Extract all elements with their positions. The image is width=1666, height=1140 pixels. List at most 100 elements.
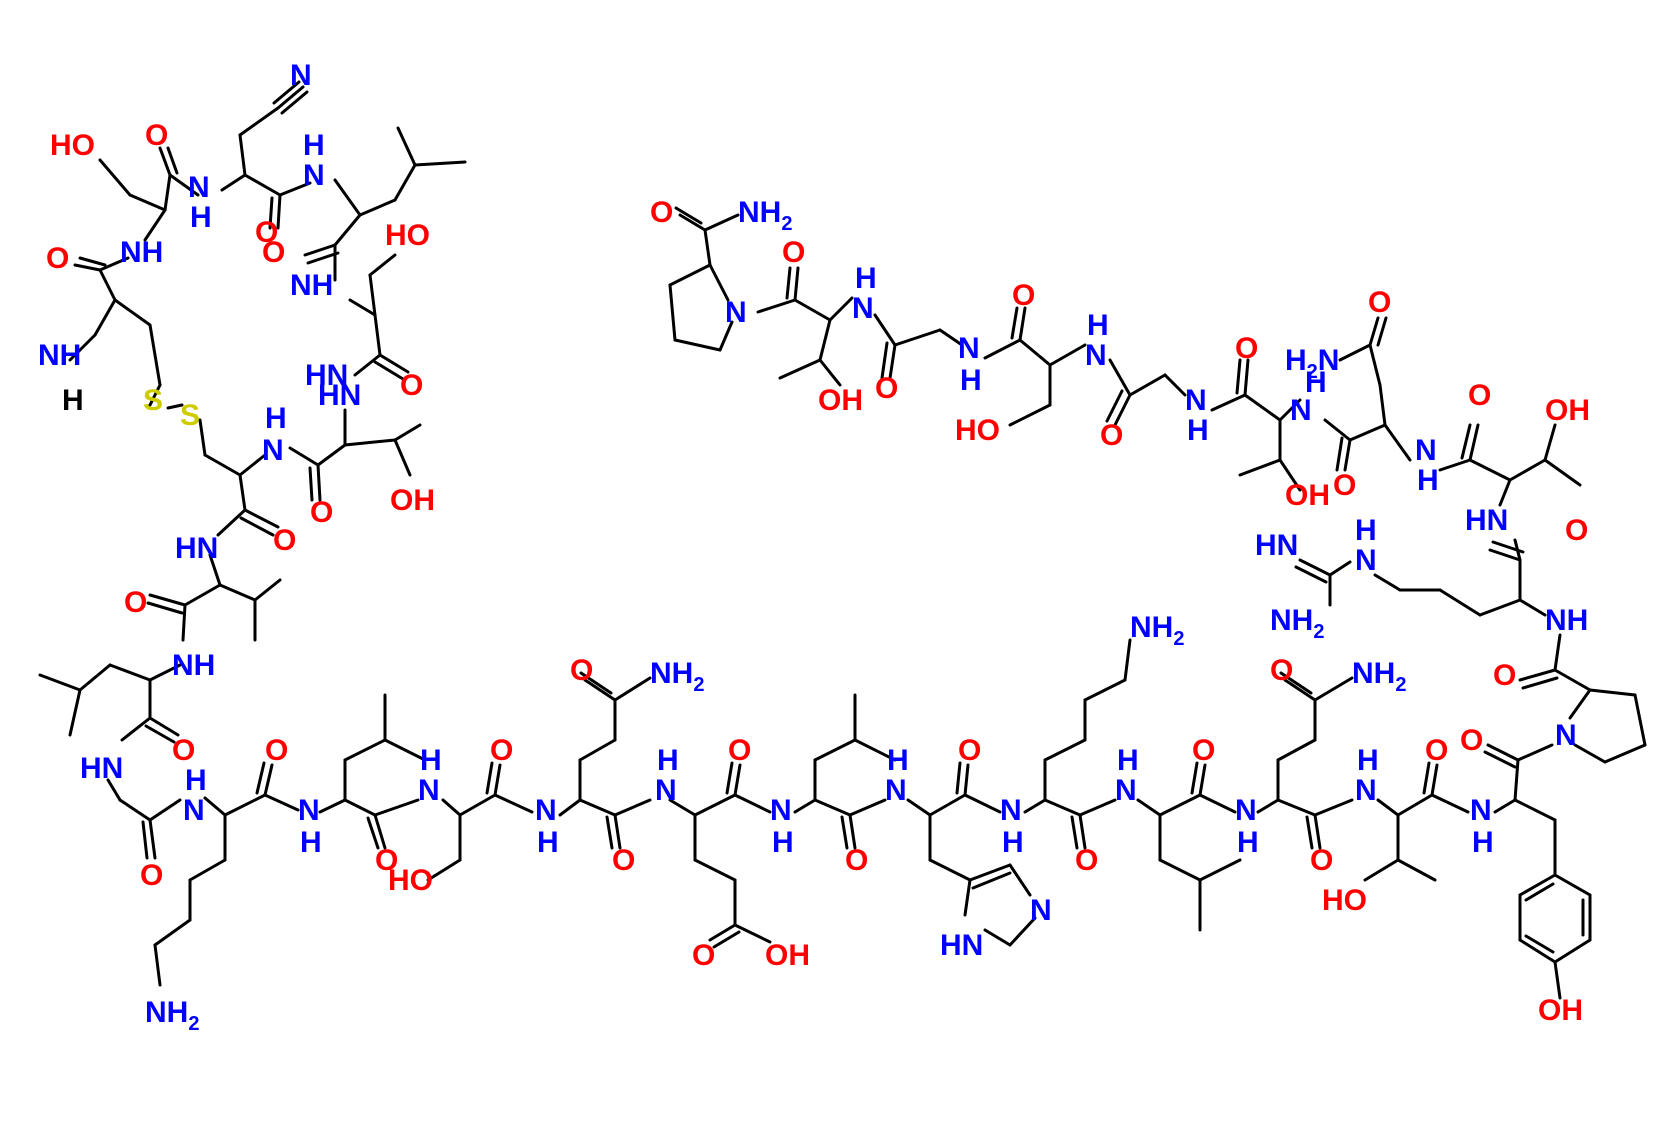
- his-carbonyl-oxygen: O: [958, 734, 981, 767]
- ser3-carbonyl-oxygen: O: [490, 734, 513, 767]
- ser4-amide-h: H: [1087, 309, 1109, 342]
- thr5-carbonyl-oxygen: O: [782, 236, 805, 269]
- his-amide-n: N: [885, 774, 907, 807]
- ser4-hydroxyl-label: HO: [955, 414, 1000, 447]
- glu-amide-h: H: [657, 744, 679, 777]
- leu3-amide-h: H: [300, 826, 322, 859]
- nterm-amine-label: NH: [38, 339, 81, 372]
- pro1-ring-nitrogen: N: [725, 296, 747, 329]
- glu-carbonyl-oxygen: O: [728, 734, 751, 767]
- gly2-amide-n: N: [1185, 384, 1207, 417]
- glu-acid-hydroxyl: OH: [765, 939, 810, 972]
- thr5-amide-n: N: [852, 292, 874, 325]
- thr3-carbonyl-oxygen: O: [1468, 379, 1491, 412]
- leu2-amide-nh: NH: [172, 649, 215, 682]
- thr2-carbonyl-oxygen: O: [1425, 734, 1448, 767]
- tyr-amide-n: N: [1470, 794, 1492, 827]
- thr2-amide-h: H: [1357, 744, 1379, 777]
- thr2-amide-n: N: [1355, 774, 1377, 807]
- gln2-amide-n: N: [1235, 794, 1257, 827]
- ser3-amide-n: N: [418, 774, 440, 807]
- gly1-carbonyl-oxygen: O: [140, 859, 163, 892]
- disulfide-sulfur-2: S: [180, 399, 200, 432]
- ser2-hydroxyl-label: HO: [385, 219, 430, 252]
- thr4-hydroxyl-label: OH: [1285, 479, 1330, 512]
- ser2-carbonyl-oxygen: O: [400, 369, 423, 402]
- leu4-amide-n: N: [770, 794, 792, 827]
- ser1-carbonyl-oxygen: O: [145, 119, 168, 152]
- asn-side-chain-amide: H2N: [1285, 344, 1339, 383]
- gly3-carbonyl-oxygen: O: [875, 372, 898, 405]
- atom-labels: NH H O NH HO O N H N O N H NH O HO O HN …: [38, 59, 1590, 1035]
- pro1-carboxamide-oxygen: O: [650, 196, 673, 229]
- thr3-amide-hn: HN: [1465, 504, 1508, 537]
- gln1-amide-n: N: [535, 794, 557, 827]
- gly2-amide-h: H: [1187, 414, 1209, 447]
- cyano-carbonyl-oxygen: O: [255, 216, 278, 249]
- leu4-amide-h: H: [772, 826, 794, 859]
- ser4-amide-n: N: [1085, 339, 1107, 372]
- thr4-carbonyl-oxygen: O: [1235, 332, 1258, 365]
- thr1-carbonyl-oxygen: O: [310, 496, 333, 529]
- cys2-amide-n: N: [262, 434, 284, 467]
- gln1-amide-h: H: [537, 826, 559, 859]
- guanidine-h-top: H: [1355, 514, 1377, 547]
- cyano-amide-h: H: [303, 129, 325, 162]
- leu1-amide-nh: NH: [290, 269, 333, 302]
- gly2-carbonyl-oxygen: O: [1100, 419, 1123, 452]
- gln1-side-chain-oxygen: O: [570, 654, 593, 687]
- leu1-carbonyl-oxygen: O: [262, 236, 285, 269]
- guanidine-imine: HN: [1255, 529, 1298, 562]
- leu3-amide-n: N: [298, 794, 320, 827]
- val-amide-nh: HN: [175, 532, 218, 565]
- ser3-hydroxyl-label: HO: [388, 864, 433, 897]
- cys2-carbonyl-oxygen: O: [273, 524, 296, 557]
- thr5-hydroxyl-label: OH: [818, 384, 863, 417]
- gln2-carbonyl-oxygen: O: [1310, 844, 1333, 877]
- gln2-side-chain-amide: NH2: [1352, 657, 1406, 696]
- bond-skeleton: [38, 80, 1647, 1000]
- tyr-amide-h: H: [1472, 826, 1494, 859]
- ser1-amide-h: H: [190, 201, 212, 234]
- thr3-hydroxyl-label: OH: [1545, 394, 1590, 427]
- val-carbonyl-oxygen: O: [124, 586, 147, 619]
- thr2-hydroxyl-label: HO: [1322, 884, 1367, 917]
- gly1-amide-hn: HN: [80, 752, 123, 785]
- ser1-amide-n: N: [188, 171, 210, 204]
- leu5-amide-h: H: [1117, 744, 1139, 777]
- arg-amide-nh: NH: [1545, 604, 1588, 637]
- ser1-hydroxyl-label: HO: [50, 129, 95, 162]
- thr1-hydroxyl-label: OH: [390, 484, 435, 517]
- thr4-amide-h: H: [1305, 366, 1327, 399]
- thr1-amide-nh: HN: [318, 379, 361, 412]
- cyano-amide-n: N: [303, 159, 325, 192]
- glu-acid-carbonyl-oxygen: O: [692, 939, 715, 972]
- ser3-amide-h: H: [420, 744, 442, 777]
- lys2-amide-n: N: [1000, 794, 1022, 827]
- gly3-amide-n: N: [958, 332, 980, 365]
- leu5-carbonyl-oxygen: O: [1192, 734, 1215, 767]
- gln1-carbonyl-oxygen: O: [612, 844, 635, 877]
- leu5-amide-n: N: [1115, 774, 1137, 807]
- ser2-amide-nh: HN: [305, 359, 348, 392]
- lys1-amide-n: N: [183, 794, 205, 827]
- lys1-amide-h: H: [185, 764, 207, 797]
- gln1-side-chain-amide: NH2: [650, 657, 704, 696]
- leu2-carbonyl-oxygen: O: [172, 734, 195, 767]
- leu3-carbonyl-oxygen-top: O: [265, 734, 288, 767]
- arg-carbonyl-oxygen: O: [1565, 514, 1588, 547]
- asn-amide-h: H: [1417, 464, 1439, 497]
- lys2-amide-h: H: [1002, 826, 1024, 859]
- asn-side-chain-oxygen: O: [1368, 286, 1391, 319]
- tyr-carbonyl-oxygen: O: [1460, 724, 1483, 757]
- imidazole-nitrogen: N: [1030, 894, 1052, 927]
- leu3-carbonyl-oxygen: O: [375, 844, 398, 877]
- asn-amide-n: N: [1415, 434, 1437, 467]
- disulfide-sulfur-1: S: [143, 384, 163, 417]
- ser4-carbonyl-oxygen: O: [1012, 279, 1035, 312]
- pro2-ring-nitrogen: N: [1555, 719, 1577, 752]
- thr4-amide-n: N: [1290, 394, 1312, 427]
- nitrile-nitrogen: N: [290, 59, 312, 92]
